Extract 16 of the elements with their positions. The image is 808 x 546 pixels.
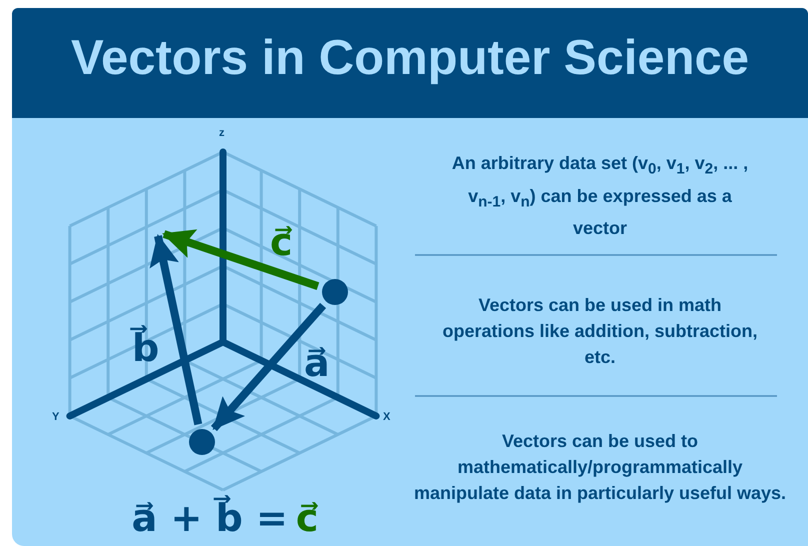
description-text: Vectors can be used to mathematically/programmatically manipulate data in particularly useful ways. (412, 430, 788, 505)
axis-label: Y (52, 411, 60, 423)
point-dot (189, 429, 215, 455)
vector-label: c⃗ (270, 222, 293, 262)
equation-text: c⃗ (296, 496, 318, 540)
vector-arrow (150, 234, 202, 426)
vector-arrow (210, 302, 326, 432)
axis-label: z (219, 127, 224, 139)
vector-label: a⃗ (304, 343, 330, 383)
vector-arrow (162, 229, 320, 290)
point-dot (322, 279, 348, 305)
equation-text: a⃗ + b⃗ = (132, 496, 288, 540)
description-text: An arbitrary data set (v$_{0}$, v$_{1}$, v$_{2}$, ... , v$_{n-1}$, v$_{n}$) can be expressed as a vector (450, 152, 750, 240)
axis-label: X (383, 411, 390, 423)
title: Vectors in Computer Science (70, 30, 750, 86)
description-text: Vectors can be used in math operations like addition, subtraction, etc. (441, 294, 759, 369)
